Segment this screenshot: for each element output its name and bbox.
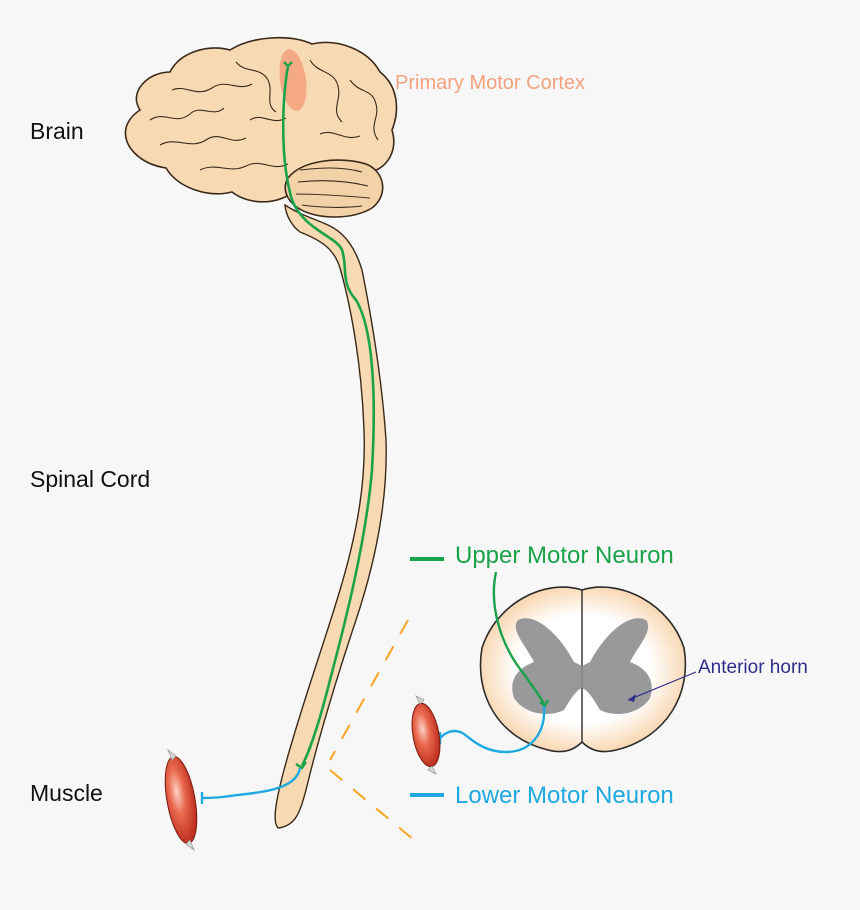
lower-motor-neuron-axon — [201, 767, 302, 800]
primary-motor-cortex-label: Primary Motor Cortex — [395, 72, 586, 94]
brain — [124, 36, 398, 218]
zoom-guides — [329, 619, 415, 841]
muscle-label: Muscle — [30, 780, 103, 806]
anterior-horn-label: Anterior horn — [698, 657, 808, 678]
lower-motor-neuron-legend-swatch — [410, 793, 444, 797]
lower-motor-neuron-label: Lower Motor Neuron — [455, 782, 674, 809]
spinal-cord — [274, 203, 387, 829]
brain-label: Brain — [30, 118, 84, 144]
spinal-cord-cross-section — [438, 571, 697, 754]
upper-motor-neuron-tract — [281, 65, 376, 767]
upper-motor-neuron-label: Upper Motor Neuron — [455, 542, 674, 569]
upper-motor-neuron-legend-swatch — [410, 557, 444, 561]
upper-motor-neuron-into-horn — [492, 571, 546, 705]
lower-motor-neuron-out-of-horn — [439, 705, 546, 754]
gray-matter — [512, 618, 652, 714]
upper-motor-neuron-terminal — [283, 61, 293, 68]
muscle-inset — [411, 695, 441, 775]
brain-folds — [149, 59, 379, 208]
spinal-cord-label: Spinal Cord — [30, 466, 151, 492]
muscle-left — [164, 748, 198, 852]
upper-motor-neuron-synapse — [295, 761, 307, 770]
anterior-horn-pointer — [627, 671, 697, 701]
